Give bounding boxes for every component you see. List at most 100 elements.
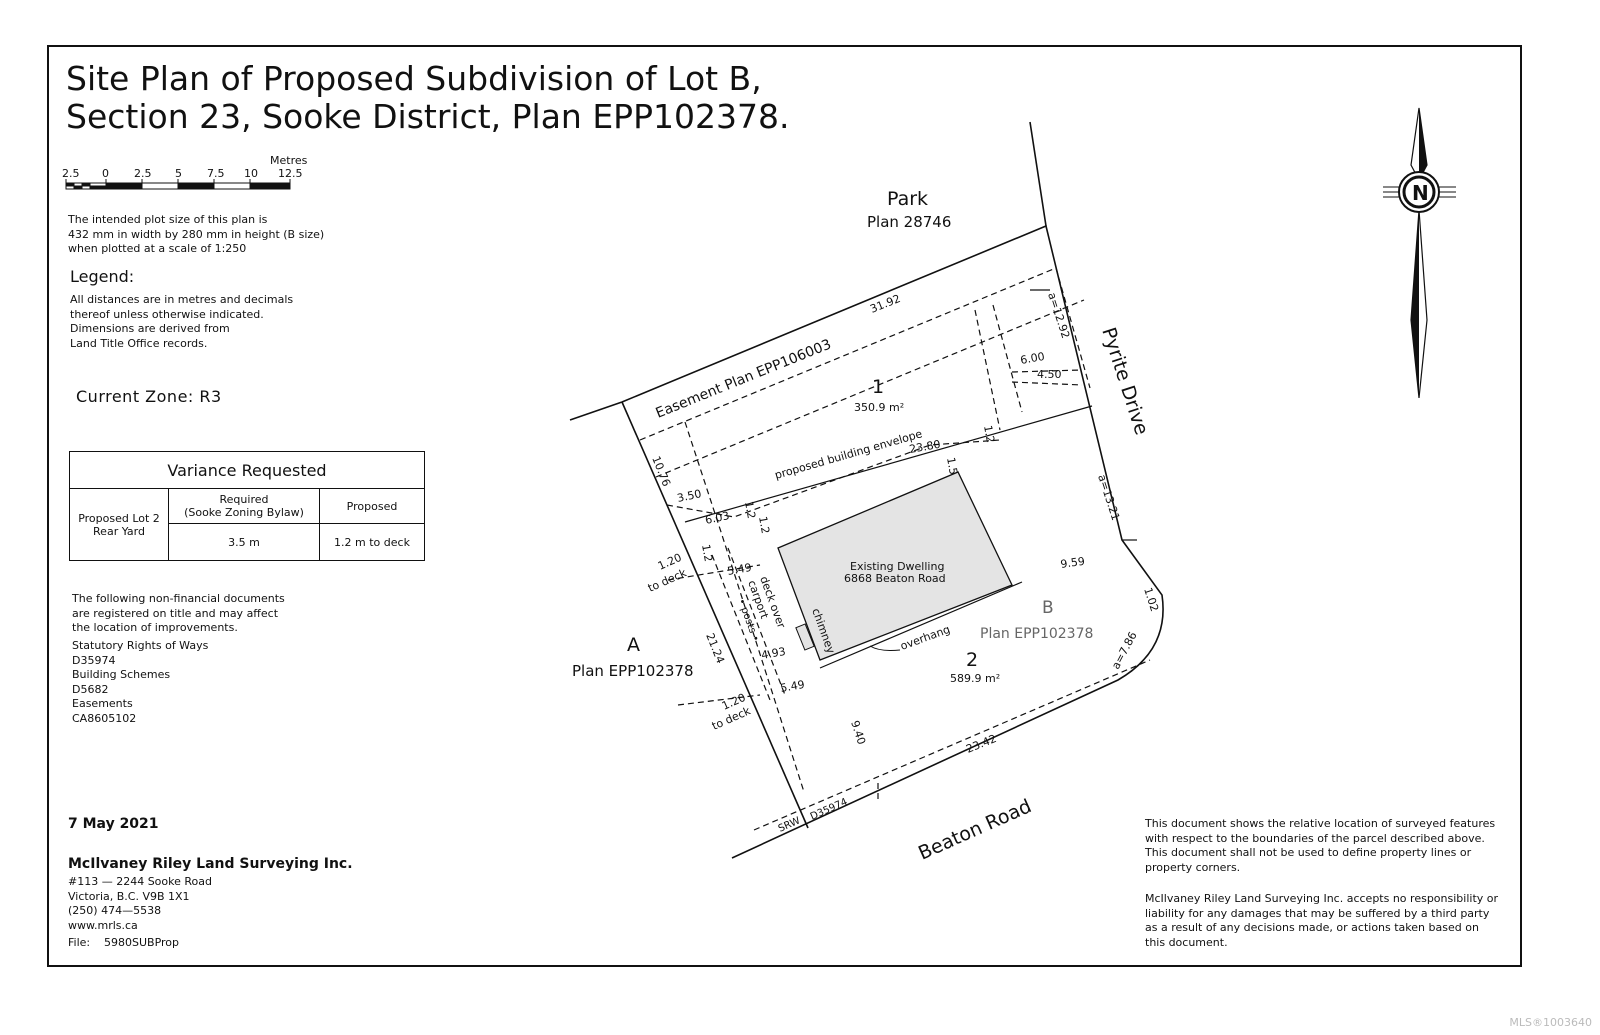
dimension-label: 23.80 (908, 438, 941, 456)
srw-document-label: D35974 (809, 797, 850, 823)
dimension-label: 5.49 (726, 561, 752, 578)
lot-1-label: 1 (872, 376, 884, 398)
plan-date: 7 May 2021 (68, 816, 159, 832)
lot-b-label: B (1042, 598, 1054, 618)
dimension-label: 6.00 (1019, 350, 1045, 367)
plot-note: The intended plot size of this plan is 4… (68, 213, 324, 257)
company-name: McIlvaney Riley Land Surveying Inc. (68, 856, 353, 872)
address-line: (250) 474—5538 (68, 904, 162, 917)
dimension-label: 9.59 (1060, 555, 1086, 571)
documents-intro-line: are registered on title and may affect (72, 606, 279, 620)
dimension-label: 31.92 (868, 292, 902, 316)
proposed-header: Proposed (319, 488, 425, 524)
row-label-line: Rear Yard (93, 524, 145, 538)
dimension-label: 6.03 (704, 509, 731, 527)
company-address: #113 — 2244 Sooke Road Victoria, B.C. V9… (68, 875, 212, 933)
dimension-label: a=13.21 (1095, 473, 1122, 522)
plan-title-line1: Site Plan of Proposed Subdivision of Lot… (66, 59, 762, 98)
plot-note-line: 432 mm in width by 280 mm in height (B s… (68, 227, 325, 241)
dimension-label: 1.2 (742, 500, 758, 519)
north-arrow-icon (1383, 107, 1456, 399)
dimension-label: a=7.86 (1109, 630, 1139, 672)
dimension-label: 1.2 (981, 424, 997, 443)
legend-line: Land Title Office records. (70, 336, 208, 350)
document-item: Building Schemes (72, 668, 171, 681)
park-plan-label: Plan 28746 (867, 213, 951, 231)
document-item: Statutory Rights of Ways (72, 639, 209, 652)
scale-tick-label: 2.5 (62, 167, 80, 180)
document-item: Easements (72, 697, 133, 710)
lot-a-plan-label: Plan EPP102378 (572, 662, 694, 680)
plan-title-line2: Section 23, Sooke District, Plan EPP1023… (66, 97, 790, 136)
overhang-line (819, 581, 1023, 669)
legend-line: All distances are in metres and decimals (70, 293, 294, 306)
drawing-frame (47, 45, 1522, 967)
lot-boundaries (569, 121, 1164, 859)
plan-title: Site Plan of Proposed Subdivision of Lot… (66, 60, 789, 136)
plot-note-line: The intended plot size of this plan is (68, 213, 268, 226)
park-label: Park (887, 188, 928, 210)
address-line: Victoria, B.C. V9B 1X1 (68, 889, 190, 903)
disclaimer-line: with respect to the boundaries of the pa… (1145, 831, 1485, 845)
dimension-label: 1.5 (944, 456, 960, 475)
dimension-label: 4.93 (760, 645, 786, 662)
lot-a-label: A (627, 634, 640, 656)
legend-line: Dimensions are derived from (70, 322, 230, 335)
north-label: N (1412, 181, 1429, 205)
scale-tick-label: 5 (175, 167, 182, 180)
scale-tick-label: 7.5 (207, 167, 225, 180)
plot-note-line: when plotted at a scale of 1:250 (68, 242, 247, 255)
dimension-label: 5.49 (779, 678, 805, 695)
dimension-label: 1.2 (756, 515, 772, 534)
scale-bar (65, 179, 291, 190)
mls-watermark: MLS®1003640 (1509, 1016, 1592, 1029)
variance-table: Variance Requested Proposed Lot 2 Rear Y… (69, 451, 425, 561)
document-item: D35974 (72, 653, 116, 667)
easement-dashed-lines (639, 267, 1151, 831)
row-label-line: Proposed Lot 2 (78, 511, 160, 525)
lot-2-label: 2 (966, 649, 978, 671)
pyrite-drive-label: Pyrite Drive (1097, 325, 1152, 438)
dimension-label: 9.40 (848, 719, 868, 746)
disclaimer-para1: This document shows the relative locatio… (1145, 817, 1495, 875)
disclaimer-line: this document. (1145, 935, 1228, 949)
to-deck-label-upper: to deck (646, 566, 689, 595)
documents-intro-line: The following non-financial documents (72, 592, 285, 605)
documents-intro-line: the location of improvements. (72, 621, 238, 634)
dwelling-label: Existing Dwelling (850, 560, 944, 573)
chimney-shape (795, 623, 815, 651)
documents-intro: The following non-financial documents ar… (72, 592, 285, 636)
scale-unit: Metres (270, 154, 308, 167)
required-value: 3.5 m (168, 523, 320, 561)
legend-heading: Legend: (70, 267, 135, 286)
address-line: #113 — 2244 Sooke Road (68, 875, 212, 888)
scale-tick-label: 0 (102, 167, 109, 180)
disclaimer-line: property corners. (1145, 860, 1241, 874)
scale-tick-label: 10 (244, 167, 258, 180)
current-zone: Current Zone: R3 (76, 387, 222, 406)
legend-text: All distances are in metres and decimals… (70, 293, 293, 351)
scale-tick-label: 12.5 (278, 167, 303, 180)
document-item: D5682 (72, 682, 109, 696)
variance-row-label: Proposed Lot 2 Rear Yard (69, 488, 169, 561)
dimension-label: 4.50 (1037, 368, 1062, 381)
dimension-label: 3.50 (676, 487, 703, 505)
document-item: CA8605102 (72, 711, 137, 725)
disclaimer-line: as a result of any decisions made, or ac… (1145, 921, 1479, 934)
required-header-line: Required (219, 493, 269, 506)
file-label: File: (68, 936, 91, 949)
scale-tick-label: 2.5 (134, 167, 152, 180)
variance-title: Variance Requested (69, 451, 425, 489)
disclaimer-line: This document shows the relative locatio… (1145, 817, 1496, 830)
disclaimer-para2: McIlvaney Riley Land Surveying Inc. acce… (1145, 892, 1498, 950)
lot-2-area: 589.9 m² (950, 672, 1000, 685)
documents-list: Statutory Rights of Ways D35974 Building… (72, 639, 208, 726)
file-value: 5980SUBProp (104, 936, 180, 949)
overhang-label: overhang (899, 623, 952, 653)
dwelling-address: 6868 Beaton Road (844, 572, 946, 585)
existing-dwelling (777, 471, 1013, 661)
disclaimer-line: McIlvaney Riley Land Surveying Inc. acce… (1145, 892, 1499, 905)
beaton-road-label: Beaton Road (915, 795, 1035, 864)
dimension-label: 1.2 (699, 543, 715, 562)
